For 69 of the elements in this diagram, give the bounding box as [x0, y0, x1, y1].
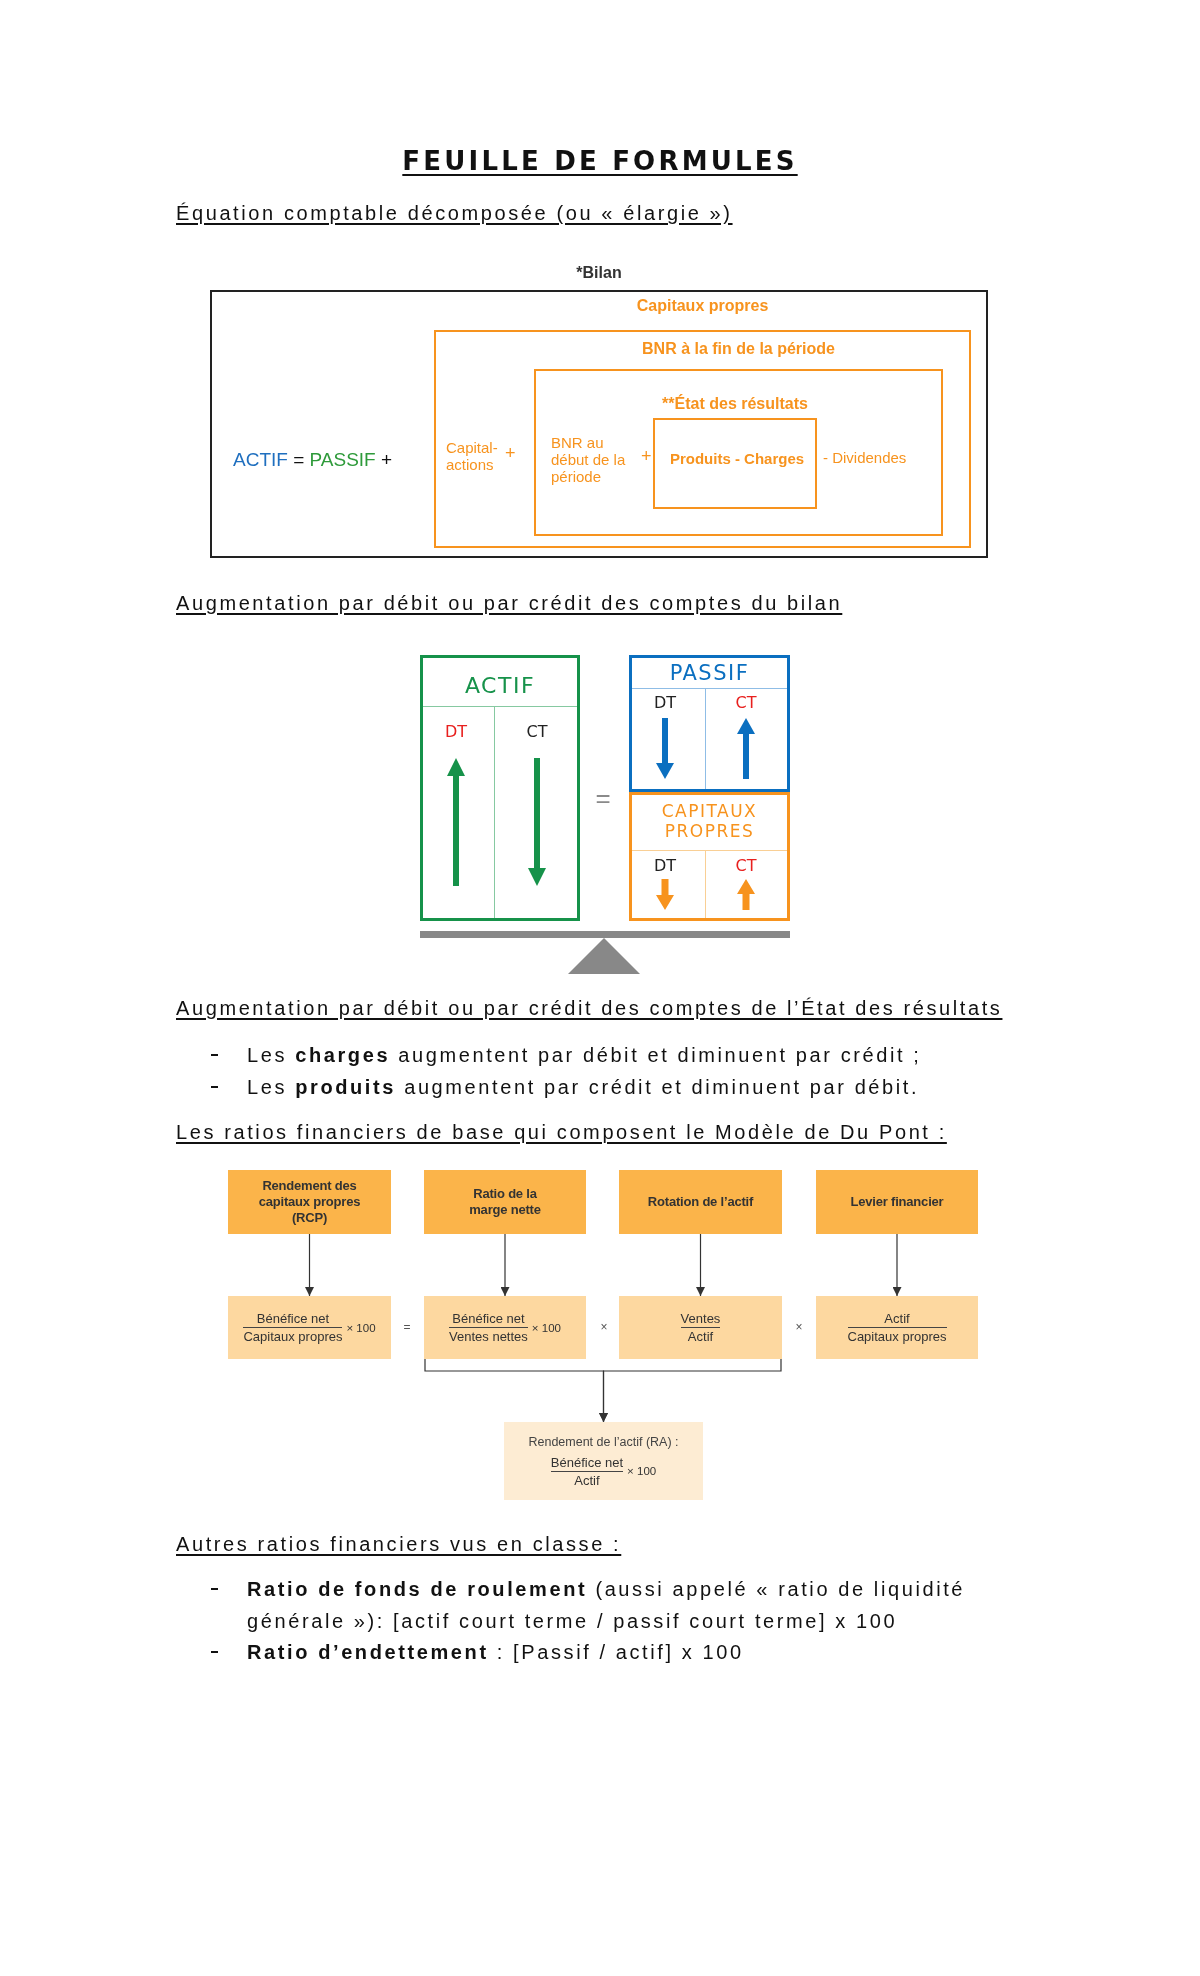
- arrow: [305, 1233, 314, 1297]
- equation-text: ACTIF = PASSIF +: [233, 449, 393, 471]
- plus-sign: +: [505, 442, 516, 464]
- ratio-name: Rendement des capitaux propres (RCP): [257, 1178, 362, 1226]
- multiplier-text: × 100: [627, 1464, 657, 1478]
- bullet-text: Ratio d’endettement : [Passif / actif] x 100: [247, 1640, 744, 1665]
- term-text: - Dividendes: [823, 448, 907, 466]
- arrow: [892, 1233, 902, 1297]
- account-title: CAPITAUX PROPRES: [660, 801, 759, 841]
- numerator-text: Ventes: [680, 1311, 721, 1326]
- multiplier-text: × 100: [346, 1320, 376, 1335]
- formula-card: [424, 1296, 586, 1359]
- box-heading: *Bilan: [576, 262, 622, 282]
- formula-heading: Rendement de l’actif (RA) :: [528, 1434, 679, 1450]
- ratio-name: Rotation de l’actif: [647, 1194, 754, 1210]
- box-heading: Capitaux propres: [636, 295, 769, 315]
- debit-label: DT: [653, 855, 677, 875]
- numerator-text: Bénéfice net: [256, 1311, 330, 1326]
- account-title: ACTIF: [464, 673, 536, 699]
- formula-card: [504, 1422, 703, 1500]
- page-title: FEUILLE DE FORMULES: [402, 145, 798, 177]
- debit-label: DT: [444, 721, 468, 741]
- equals-sign: =: [403, 1320, 411, 1334]
- ratio-name: Levier financier: [850, 1194, 944, 1210]
- formula-card: [228, 1296, 391, 1359]
- equals-sign: =: [595, 785, 611, 811]
- arrow: [696, 1233, 705, 1297]
- bullet-text: Les produits augmentent par crédit et diminuent par débit.: [247, 1075, 920, 1100]
- bullet-text: Les charges augmentent par débit et diminuent par crédit ;: [247, 1043, 922, 1068]
- term-text: Capital-actions: [446, 439, 499, 473]
- arrow: [500, 1233, 510, 1297]
- account-title: PASSIF: [669, 660, 750, 686]
- denominator-text: Actif: [574, 1472, 600, 1488]
- section-heading: Autres ratios financiers vus en classe :: [176, 1532, 622, 1557]
- numerator-text: Bénéfice net: [452, 1311, 525, 1326]
- credit-label: CT: [526, 721, 548, 741]
- ratio-card: [619, 1170, 782, 1234]
- section-heading: Équation comptable décomposée (ou « élargie »): [176, 201, 733, 226]
- box-heading: BNR à la fin de la période: [642, 338, 835, 358]
- t-account-box: [420, 655, 580, 921]
- ratio-card: [424, 1170, 586, 1234]
- formula-card: [619, 1296, 782, 1359]
- multiplier-text: × 100: [531, 1320, 561, 1335]
- section-heading: Augmentation par débit ou par crédit des comptes de l’État des résultats: [176, 996, 1003, 1021]
- denominator-text: Actif: [687, 1329, 714, 1344]
- denominator-text: Capitaux propres: [243, 1329, 343, 1344]
- t-account-box: [629, 655, 790, 792]
- ratio-name: Ratio de la marge nette: [468, 1186, 542, 1218]
- numerator-text: Actif: [884, 1311, 910, 1326]
- denominator-text: Ventes nettes: [449, 1329, 528, 1344]
- bracket-arrow: [599, 1358, 782, 1423]
- numerator-text: Bénéfice net: [550, 1454, 624, 1470]
- formula-card: [816, 1296, 978, 1359]
- term-text: Produits - Charges: [669, 449, 805, 467]
- debit-label: DT: [653, 692, 677, 712]
- ratio-card: [228, 1170, 391, 1234]
- bullet-text: Ratio de fonds de roulement (aussi appelé « ratio de liquidité générale »): [actif court terme / passif court terme] x 100: [247, 1577, 967, 1634]
- term-text: BNR au début de la période: [551, 433, 627, 485]
- t-account-box: [629, 792, 790, 921]
- multiply-sign: ×: [795, 1320, 803, 1334]
- ratio-card: [816, 1170, 978, 1234]
- section-heading: Augmentation par débit ou par crédit des comptes du bilan: [176, 591, 843, 616]
- credit-label: CT: [735, 855, 757, 875]
- multiply-sign: ×: [600, 1320, 608, 1334]
- denominator-text: Capitaux propres: [847, 1329, 947, 1344]
- section-heading: Les ratios financiers de base qui composent le Modèle de Du Pont :: [176, 1120, 947, 1145]
- box-heading: **État des résultats: [662, 393, 808, 413]
- plus-sign: +: [641, 445, 652, 467]
- credit-label: CT: [735, 692, 757, 712]
